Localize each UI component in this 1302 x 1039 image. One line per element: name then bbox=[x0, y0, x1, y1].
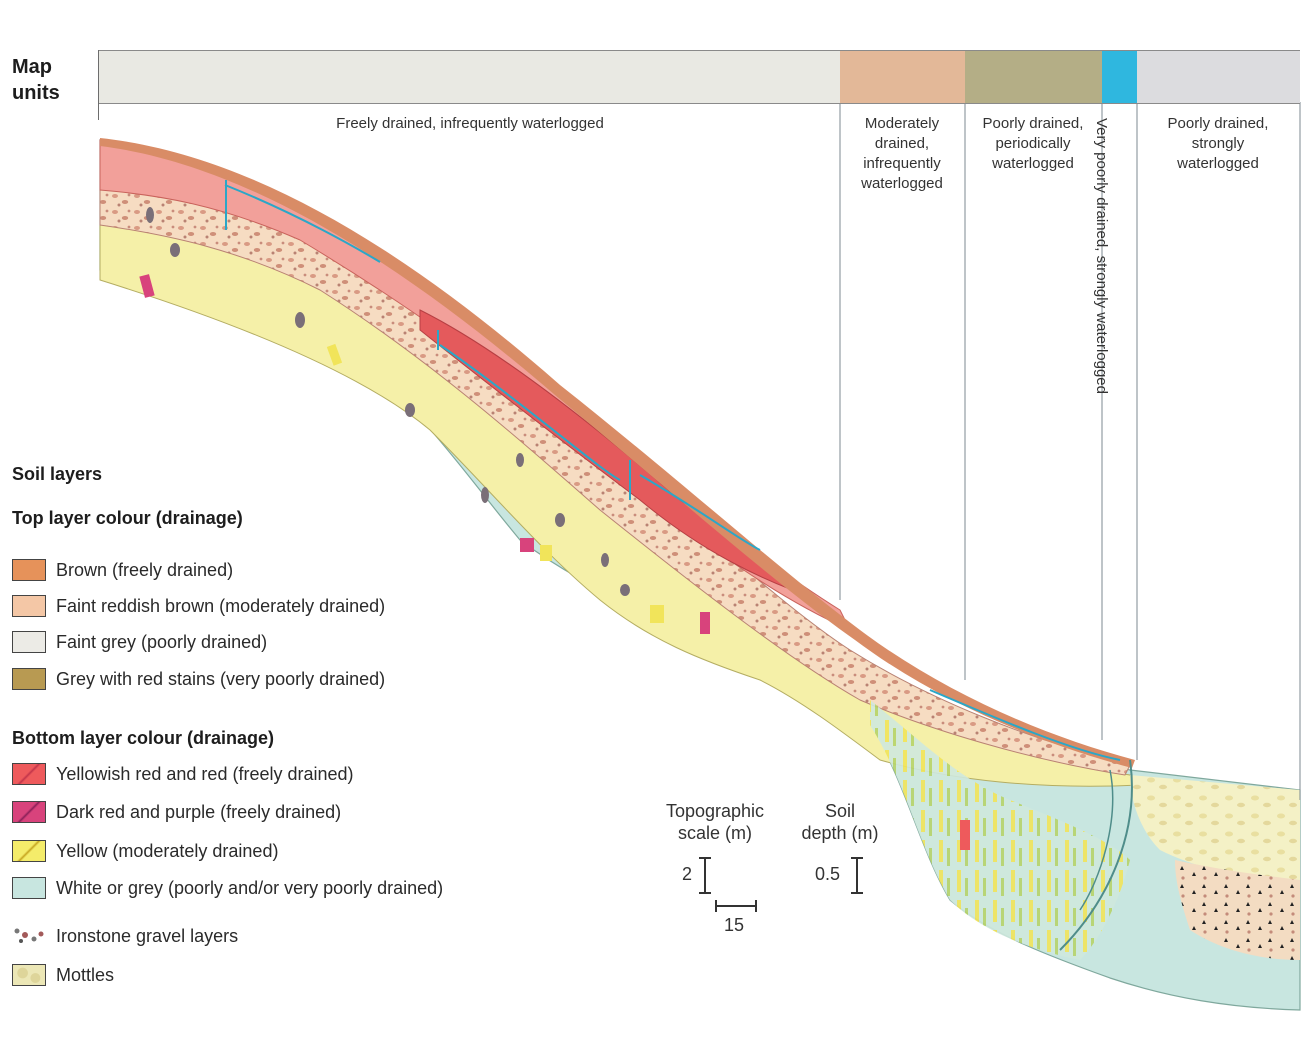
map-units-title: Map units bbox=[12, 54, 60, 106]
legend-item: Ironstone gravel layers bbox=[12, 923, 238, 949]
swatch-faint-grey bbox=[12, 631, 46, 653]
legend-label: Faint reddish brown (moderately drained) bbox=[56, 596, 385, 617]
legend-title: Soil layers bbox=[12, 464, 102, 485]
legend-item: Yellow (moderately drained) bbox=[12, 838, 278, 864]
legend-label: Grey with red stains (very poorly draine… bbox=[56, 669, 385, 690]
legend-item: Faint reddish brown (moderately drained) bbox=[12, 593, 385, 619]
soil-depth-scale-label: Soil depth (m) bbox=[790, 800, 890, 844]
legend-label: Brown (freely drained) bbox=[56, 560, 233, 581]
legend-item: Dark red and purple (freely drained) bbox=[12, 799, 341, 825]
swatch-yellow bbox=[12, 840, 46, 862]
topographic-scale-vertical: 2 bbox=[682, 864, 692, 885]
map-unit-swatch-very-poorly bbox=[1102, 50, 1137, 104]
legend-item: Brown (freely drained) bbox=[12, 557, 233, 583]
map-unit-label-moderately: Moderately drained, infrequently waterlo… bbox=[844, 114, 960, 194]
map-unit-label-poorly-periodic: Poorly drained, periodically waterlogged bbox=[970, 114, 1096, 174]
legend-item: Faint grey (poorly drained) bbox=[12, 629, 267, 655]
legend-label: Faint grey (poorly drained) bbox=[56, 632, 267, 653]
legend-item: Grey with red stains (very poorly draine… bbox=[12, 666, 385, 692]
map-unit-divider bbox=[98, 50, 99, 120]
legend-item: Yellowish red and red (freely drained) bbox=[12, 761, 354, 787]
map-unit-swatch-freely bbox=[98, 50, 840, 104]
swatch-brown bbox=[12, 559, 46, 581]
swatch-mottles bbox=[12, 964, 46, 986]
soil-depth-scale-vertical: 0.5 bbox=[815, 864, 840, 885]
swatch-grey-red-stains bbox=[12, 668, 46, 690]
swatch-white-grey bbox=[12, 877, 46, 899]
legend-label: Yellow (moderately drained) bbox=[56, 841, 278, 862]
swatch-dark-red-purple bbox=[12, 801, 46, 823]
legend-item: Mottles bbox=[12, 962, 114, 988]
legend-label: Mottles bbox=[56, 965, 114, 986]
map-unit-label-very-poorly: Very poorly drained, strongly waterlogge… bbox=[1090, 118, 1130, 488]
swatch-faint-reddish-brown bbox=[12, 595, 46, 617]
map-unit-swatch-poorly-periodic bbox=[965, 50, 1102, 104]
map-unit-swatch-poorly-strong bbox=[1137, 50, 1300, 104]
soil-depth-scale-bar bbox=[851, 858, 863, 893]
map-unit-swatch-moderately bbox=[840, 50, 965, 104]
map-unit-label-freely: Freely drained, infrequently waterlogged bbox=[200, 114, 740, 134]
topographic-scale-bars bbox=[699, 858, 756, 912]
legend-item: White or grey (poorly and/or very poorly… bbox=[12, 875, 443, 901]
legend-label: Yellowish red and red (freely drained) bbox=[56, 764, 354, 785]
legend-bottom-layer-title: Bottom layer colour (drainage) bbox=[12, 728, 274, 749]
legend-label: Dark red and purple (freely drained) bbox=[56, 802, 341, 823]
topographic-scale-label: Topographic scale (m) bbox=[650, 800, 780, 844]
topographic-scale-horizontal: 15 bbox=[724, 915, 744, 936]
legend-top-layer-title: Top layer colour (drainage) bbox=[12, 508, 243, 529]
ironstone-gravel-icon bbox=[12, 925, 46, 947]
legend-label: Ironstone gravel layers bbox=[56, 926, 238, 947]
swatch-yellowish-red bbox=[12, 763, 46, 785]
map-unit-label-poorly-strong: Poorly drained, strongly waterlogged bbox=[1150, 114, 1286, 174]
legend-label: White or grey (poorly and/or very poorly… bbox=[56, 878, 443, 899]
